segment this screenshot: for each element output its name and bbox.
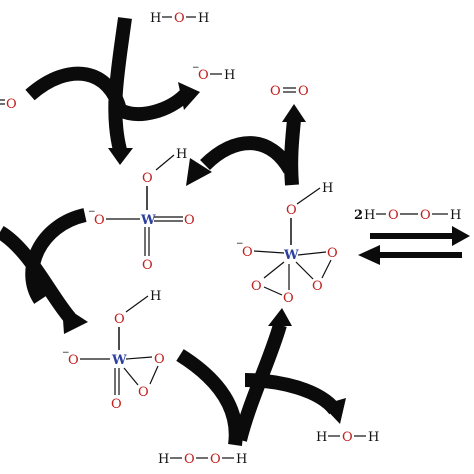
curved-arrow-top-left [25,66,127,113]
svg-text:O: O [210,452,221,467]
svg-text:H: H [364,208,375,223]
svg-text:W: W [283,248,299,263]
tungsten-peroxo-hydroxo: H O − O W O O O [62,289,165,412]
svg-text:−: − [88,207,96,217]
svg-text:O: O [68,353,79,368]
svg-text:O: O [283,291,294,306]
dioxygen-partial-left: O [0,97,17,112]
svg-text:−: − [236,239,244,249]
svg-text:O: O [342,430,353,445]
hydroxide: − O H [192,63,235,83]
svg-text:H: H [150,289,161,304]
svg-text:H: H [236,452,247,467]
svg-text:H: H [316,430,327,445]
svg-text:W: W [111,353,127,368]
hydrogen-peroxide-2eq: 2 H O O H [354,208,461,223]
svg-text:O: O [138,385,149,400]
svg-text:O: O [327,246,338,261]
svg-text:O: O [298,84,309,99]
svg-text:H: H [322,181,333,196]
svg-text:H: H [150,11,161,26]
svg-text:H: H [368,430,379,445]
svg-text:O: O [142,171,153,186]
svg-text:O: O [111,397,122,412]
svg-text:O: O [6,97,17,112]
svg-text:O: O [286,203,297,218]
svg-text:O: O [184,452,195,467]
water-top: H O H [150,11,209,26]
svg-text:H: H [158,452,169,467]
svg-text:−: − [192,63,200,73]
svg-text:O: O [174,11,185,26]
svg-text:H: H [224,68,235,83]
svg-text:W: W [140,213,156,228]
curved-arrow-oo-release [284,119,301,186]
equilibrium-arrows [358,226,470,265]
svg-text:−: − [62,348,70,358]
svg-text:O: O [312,279,323,294]
dioxygen: O O [270,84,309,99]
arrowhead-top-down [108,148,133,165]
arrowhead-top-out [178,82,200,110]
tungsten-diperoxo: H O − O W O O O O [236,181,338,306]
reaction-arrows [0,17,470,446]
curved-arrow-to-center [200,136,297,174]
svg-text:O: O [114,312,125,327]
curved-arrow-mid-left-in [25,208,87,304]
svg-text:O: O [242,245,253,260]
svg-text:O: O [270,84,281,99]
curved-arrow-top-in [108,17,132,152]
hydrogen-peroxide-bottom: H O O H [158,452,247,467]
svg-text:O: O [388,208,399,223]
arrowhead-mid-left [62,305,88,334]
arrowhead-left-down [186,158,212,186]
svg-text:H: H [176,147,187,162]
svg-text:O: O [154,352,165,367]
arrowhead-up [282,104,306,122]
svg-text:O: O [142,258,153,273]
svg-text:H: H [450,208,461,223]
svg-text:O: O [184,213,195,228]
curved-arrow-top-out [116,89,190,121]
arrowhead-bottom-up [268,308,292,326]
curved-arrow-bottom-in [176,349,243,446]
svg-text:2: 2 [354,208,363,223]
svg-text:O: O [198,68,209,83]
tungstate-hydroxo: H O − O W O O [88,147,195,273]
water-bottom: H O H [316,430,379,445]
svg-text:O: O [420,208,431,223]
svg-text:O: O [94,213,105,228]
arrowhead-bottom-out [322,398,346,424]
svg-text:H: H [198,11,209,26]
svg-text:O: O [251,279,262,294]
